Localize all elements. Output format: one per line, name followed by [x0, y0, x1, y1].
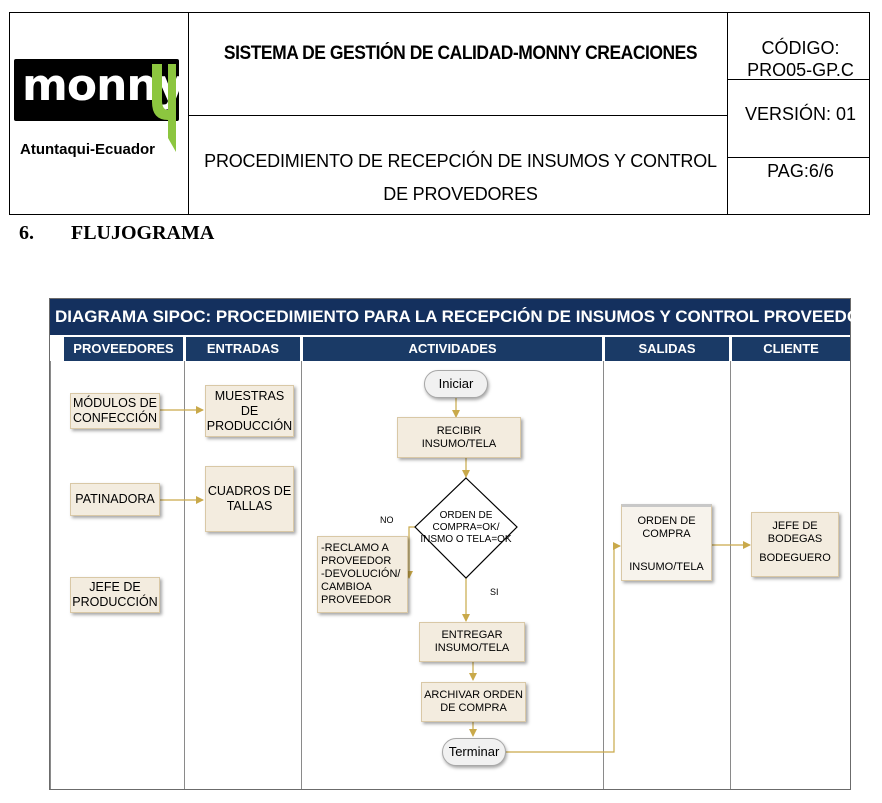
supplier-box: JEFE DE PRODUCCIÓN — [70, 577, 160, 613]
activity-reject: -RECLAMO A PROVEEDOR -DEVOLUCIÓN/ CAMBIO… — [317, 536, 408, 613]
client-line: BODEGUERO — [759, 552, 831, 564]
document-header: monny Atuntaqui-Ecuador SISTEMA DE GESTI… — [9, 12, 870, 215]
decision-line: ORDEN DE — [439, 510, 493, 521]
page-number: PAG:6/6 — [767, 161, 834, 181]
decision-line: COMPRA=OK/ — [432, 522, 500, 533]
logo-cell: monny Atuntaqui-Ecuador — [10, 13, 189, 214]
reject-line: -RECLAMO A — [321, 542, 389, 554]
client-line: JEFE DE — [772, 520, 818, 532]
supplier-box: PATINADORA — [70, 483, 160, 516]
lane-divider — [603, 361, 604, 789]
section-heading: 6. FLUJOGRAMA — [19, 222, 214, 245]
activity-deliver: ENTREGAR INSUMO/TELA — [419, 622, 525, 662]
section-number: 6. — [19, 222, 34, 244]
activity-archive: ARCHIVAR ORDEN DE COMPRA — [421, 682, 526, 722]
output-line: INSUMO/TELA — [629, 561, 704, 573]
logo-mark-icon — [152, 64, 176, 152]
client-line: BODEGAS — [767, 533, 823, 545]
output-line: ORDEN DE — [637, 515, 696, 527]
client-box: JEFE DE BODEGAS BODEGUERO — [751, 512, 839, 577]
document-version: VERSIÓN: 01 — [744, 104, 857, 124]
lane-header-outputs: SALIDAS — [605, 337, 729, 361]
procedure-title-line-1: PROCEDIMIENTO DE RECEPCIÓN DE INSUMOS Y … — [204, 151, 717, 171]
reject-line: CAMBIOA — [321, 581, 372, 593]
lane-divider — [730, 361, 731, 789]
lane-header-activities: ACTIVIDADES — [303, 337, 602, 361]
lane-divider — [184, 361, 185, 789]
input-box: CUADROS DE TALLAS — [205, 466, 294, 532]
sipoc-diagram: DIAGRAMA SIPOC: PROCEDIMIENTO PARA LA RE… — [49, 298, 882, 790]
lane-header-inputs: ENTRADAS — [186, 337, 300, 361]
reject-line: PROVEEDOR — [321, 594, 392, 606]
lane-header-suppliers: PROVEEDORES — [64, 337, 183, 361]
no-label: NO — [380, 515, 394, 525]
decision-line: INSMO O TELA=OK — [420, 534, 512, 545]
lane-margin — [50, 361, 65, 789]
start-terminator: Iniciar — [424, 370, 488, 398]
procedure-title-line-2: DE PROVEDORES — [383, 184, 538, 204]
end-terminator: Terminar — [442, 738, 506, 766]
supplier-box: MÓDULOS DE CONFECCIÓN — [70, 393, 160, 429]
procedure-title: PROCEDIMIENTO DE RECEPCIÓN DE INSUMOS Y … — [193, 145, 728, 211]
reject-line: -DEVOLUCIÓN/ — [321, 568, 401, 580]
reject-line: PROVEEDOR — [321, 555, 392, 567]
output-box: ORDEN DE COMPRA INSUMO/TELA — [621, 504, 712, 581]
location-label: Atuntaqui-Ecuador — [20, 141, 155, 158]
output-line: COMPRA — [642, 528, 691, 540]
decision-label: ORDEN DE COMPRA=OK/ INSMO O TELA=OK — [419, 510, 513, 546]
company-logo — [14, 59, 179, 121]
lane-header-client: CLIENTE — [732, 337, 850, 361]
yes-label: SI — [490, 587, 499, 597]
input-box: MUESTRAS DE PRODUCCIÓN — [205, 385, 294, 437]
code-label: CÓDIGO: — [761, 38, 840, 58]
section-title: FLUJOGRAMA — [71, 222, 215, 244]
activity-receive: RECIBIR INSUMO/TELA — [397, 417, 521, 458]
system-title: SISTEMA DE GESTIÓN DE CALIDAD-MONNY CREA… — [223, 43, 698, 64]
lane-divider — [301, 361, 302, 789]
code-value: PRO05-GP.C — [747, 60, 854, 80]
document-code: CÓDIGO: PRO05-GP.C — [732, 37, 869, 81]
diagram-title: DIAGRAMA SIPOC: PROCEDIMIENTO PARA LA RE… — [50, 299, 882, 335]
